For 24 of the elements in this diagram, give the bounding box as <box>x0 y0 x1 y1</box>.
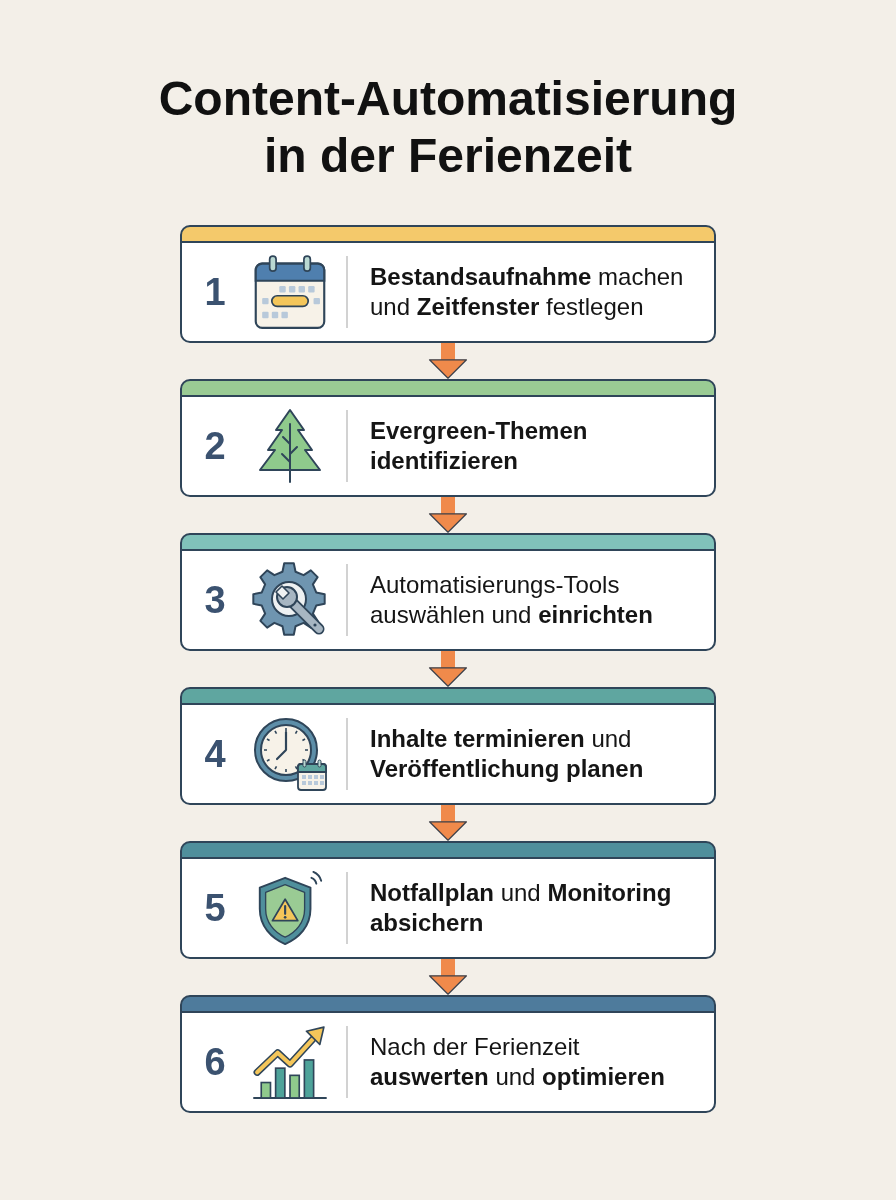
step-card <box>180 379 716 497</box>
step-text: Inhalte terminieren und Veröffentlichung planen <box>370 724 645 784</box>
step-text: Automatisierungs-Tools auswählen und einrichten <box>370 570 654 630</box>
arrow <box>428 959 468 995</box>
step-card <box>180 687 716 805</box>
step-number: 1 <box>203 270 227 314</box>
step-card <box>180 225 716 343</box>
step-number: 2 <box>203 424 227 468</box>
step-number: 4 <box>203 732 227 776</box>
step-text: Nach der Ferienzeit auswerten und optimieren <box>370 1032 666 1092</box>
step-number: 3 <box>203 578 227 622</box>
title: Content-Automatisierung in der Ferienzeit <box>157 71 739 184</box>
step-text: Notfallplan und Monitoring absichern <box>370 878 673 938</box>
step-number: 6 <box>203 1040 227 1084</box>
step-card <box>180 841 716 959</box>
arrow <box>428 497 468 533</box>
arrow <box>428 343 468 379</box>
step-card <box>180 533 716 651</box>
step-number: 5 <box>203 886 227 930</box>
step-text: Evergreen-Themen identifizieren <box>370 416 589 476</box>
arrow <box>428 805 468 841</box>
step-text: Bestandsaufnahme machen und Zeitfenster festlegen <box>370 262 685 322</box>
step-card <box>180 995 716 1113</box>
arrow <box>428 651 468 687</box>
